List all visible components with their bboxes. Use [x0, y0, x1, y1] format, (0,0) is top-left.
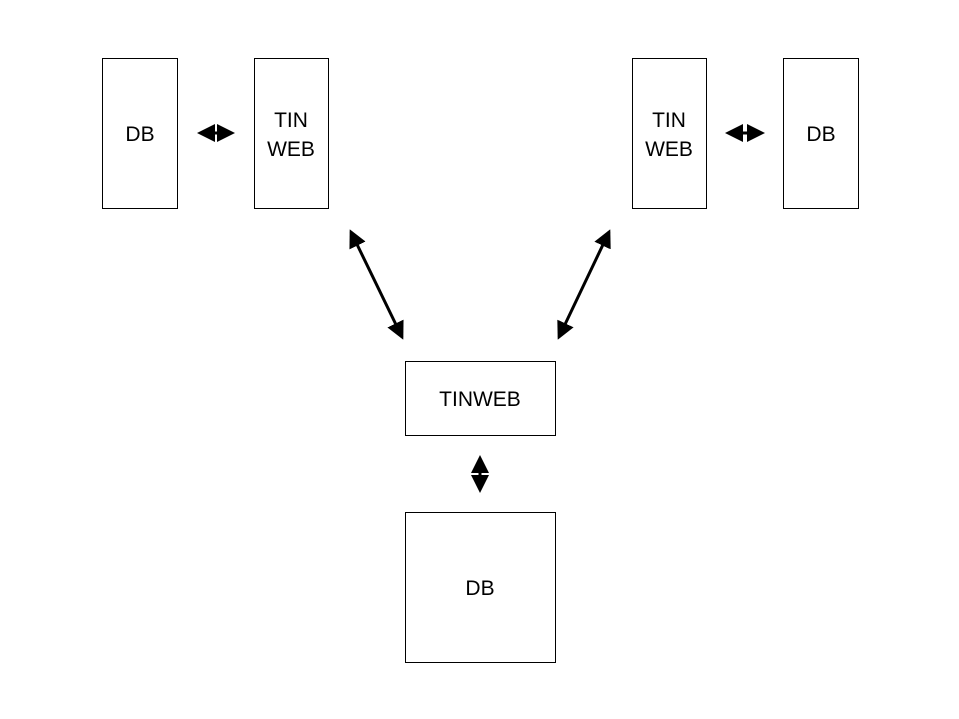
node-tinweb-right: TIN WEB — [632, 58, 707, 209]
node-db-left-box — [102, 58, 178, 209]
edge-tinweb-left-tinweb-center-arrow — [349, 229, 404, 340]
node-tinweb-right-label-line1: TIN — [652, 109, 686, 132]
edge-tinweb-right-tinweb-center-arrow — [557, 229, 611, 340]
node-db-right-label: DB — [806, 123, 835, 146]
node-tinweb-right-box — [632, 58, 707, 209]
node-db-right: DB — [783, 58, 859, 209]
node-tinweb-left-label-line2: WEB — [267, 138, 315, 161]
node-tinweb-center: TINWEB — [405, 361, 556, 436]
node-db-center-box — [405, 512, 556, 663]
node-tinweb-center-label: TINWEB — [439, 388, 521, 411]
node-tinweb-left-label-line1: TIN — [274, 109, 308, 132]
node-db-left-label: DB — [125, 123, 154, 146]
node-db-left: DB — [102, 58, 178, 209]
node-db-center: DB — [405, 512, 556, 663]
node-tinweb-left: TIN WEB — [254, 58, 329, 209]
node-db-right-box — [783, 58, 859, 209]
node-tinweb-left-box — [254, 58, 329, 209]
node-tinweb-right-label-line2: WEB — [645, 138, 693, 161]
node-db-center-label: DB — [465, 577, 494, 600]
node-tinweb-center-box — [405, 361, 556, 436]
